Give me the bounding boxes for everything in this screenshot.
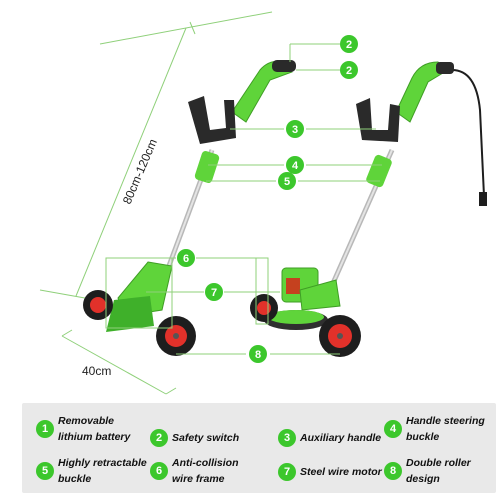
legend-text: buckle (58, 473, 92, 485)
svg-text:6: 6 (183, 253, 189, 265)
legend-text: buckle (406, 431, 440, 443)
svg-text:7: 7 (211, 287, 217, 299)
legend-number-badge: 6 (150, 462, 168, 480)
legend-item: 8 Double roller design (384, 455, 471, 487)
svg-text:2: 2 (346, 65, 352, 77)
legend-number-badge: 7 (278, 463, 296, 481)
legend-text: Safety switch (172, 432, 240, 444)
svg-text:5: 5 (284, 176, 290, 188)
legend-text: wire frame (172, 473, 225, 485)
callout-badge: 6 (177, 249, 195, 267)
callout-badge: 8 (249, 345, 267, 363)
legend-number-badge: 2 (150, 429, 168, 447)
legend-text: Double roller (406, 457, 471, 469)
callout-badge: 2 (340, 35, 358, 53)
callout-badge: 7 (205, 283, 223, 301)
legend-number-badge: 4 (384, 420, 402, 438)
legend-item: 3 Auxiliary handle (278, 429, 381, 447)
legend-number-badge: 8 (384, 462, 402, 480)
legend-item: 5 Highly retractable buckle (36, 455, 147, 487)
legend-number-badge: 5 (36, 462, 54, 480)
callout-badge: 2 (340, 61, 358, 79)
height-dimension (39, 11, 273, 301)
callout-badge: 4 (286, 156, 304, 174)
legend-text: Anti-collision (172, 457, 239, 469)
callout-badge: 3 (286, 120, 304, 138)
legend-item: 2 Safety switch (150, 429, 239, 447)
legend-text: Handle steering (406, 415, 485, 427)
legend-text: Highly retractable (58, 457, 147, 469)
legend-item: 7 Steel wire motor (278, 463, 382, 481)
feature-legend: 1 Removable lithium battery 2 Safety swi… (22, 403, 496, 493)
svg-text:2: 2 (346, 39, 352, 51)
callout-badge: 5 (278, 172, 296, 190)
svg-text:4: 4 (292, 160, 299, 172)
legend-number-badge: 1 (36, 420, 54, 438)
svg-text:3: 3 (292, 124, 298, 136)
legend-text: design (406, 473, 440, 485)
legend-text: lithium battery (58, 431, 131, 443)
legend-text: Removable (58, 415, 115, 427)
trimmer-left (83, 60, 296, 356)
legend-text: Steel wire motor (300, 466, 382, 478)
callout-badges: 2 2 3 4 5 6 7 8 (177, 35, 358, 363)
width-dimension (61, 329, 177, 395)
legend-text: Auxiliary handle (300, 432, 382, 444)
legend-item: 1 Removable lithium battery (36, 413, 130, 445)
callout-lines (105, 43, 382, 355)
width-label: 40cm (82, 364, 111, 378)
legend-item: 4 Handle steering buckle (384, 413, 485, 445)
legend-number-badge: 3 (278, 429, 296, 447)
trimmer-right (250, 61, 487, 357)
svg-text:8: 8 (255, 349, 261, 361)
legend-item: 6 Anti-collision wire frame (150, 455, 239, 487)
height-label: 80cm-120cm (120, 137, 160, 206)
